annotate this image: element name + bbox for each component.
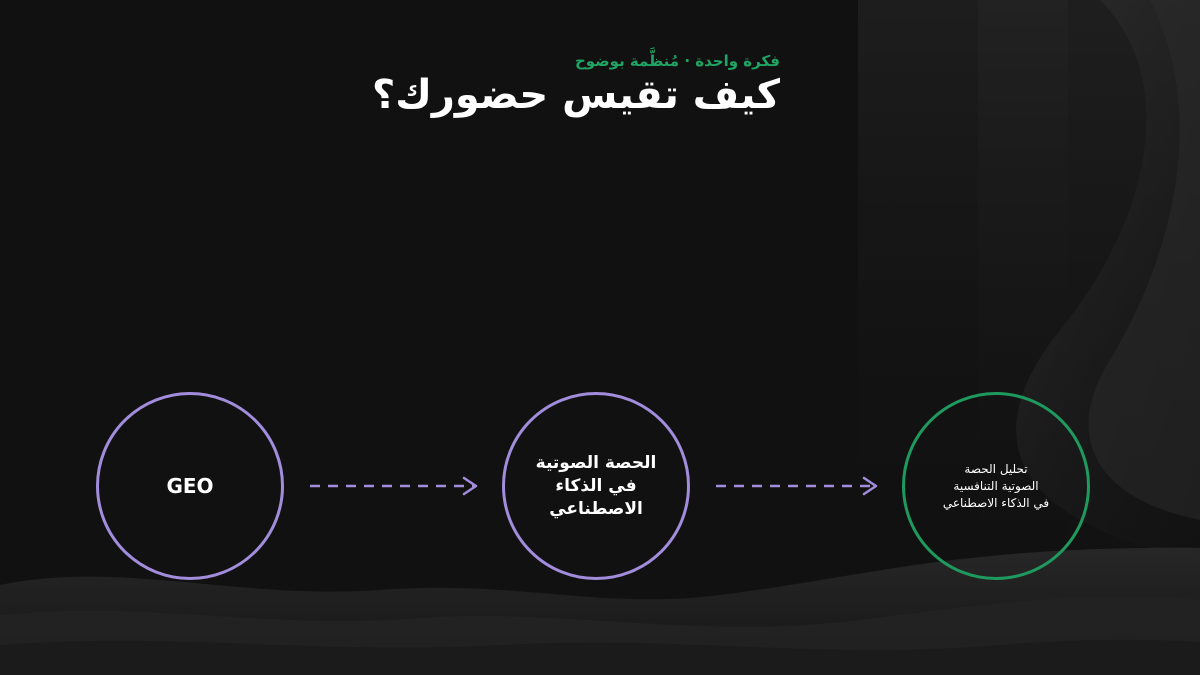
node-competitive-analysis-label: تحليل الحصة الصوتية التنافسية في الذكاء …	[942, 461, 1050, 510]
node-ai-share-of-voice-label: الحصة الصوتية في الذكاء الاصطناعي	[535, 452, 657, 519]
node-geo-label: GEO	[166, 474, 214, 498]
page-title: كيف تقيس حضورك؟	[372, 72, 780, 118]
node-ai-share-of-voice: الحصة الصوتية في الذكاء الاصطناعي	[502, 392, 690, 580]
eyebrow-text: فكرة واحدة · مُنظَّمة بوضوح	[574, 52, 780, 70]
header: فكرة واحدة · مُنظَّمة بوضوح كيف تقيس حضو…	[372, 52, 780, 118]
node-competitive-analysis: تحليل الحصة الصوتية التنافسية في الذكاء …	[902, 392, 1090, 580]
node-geo: GEO	[96, 392, 284, 580]
